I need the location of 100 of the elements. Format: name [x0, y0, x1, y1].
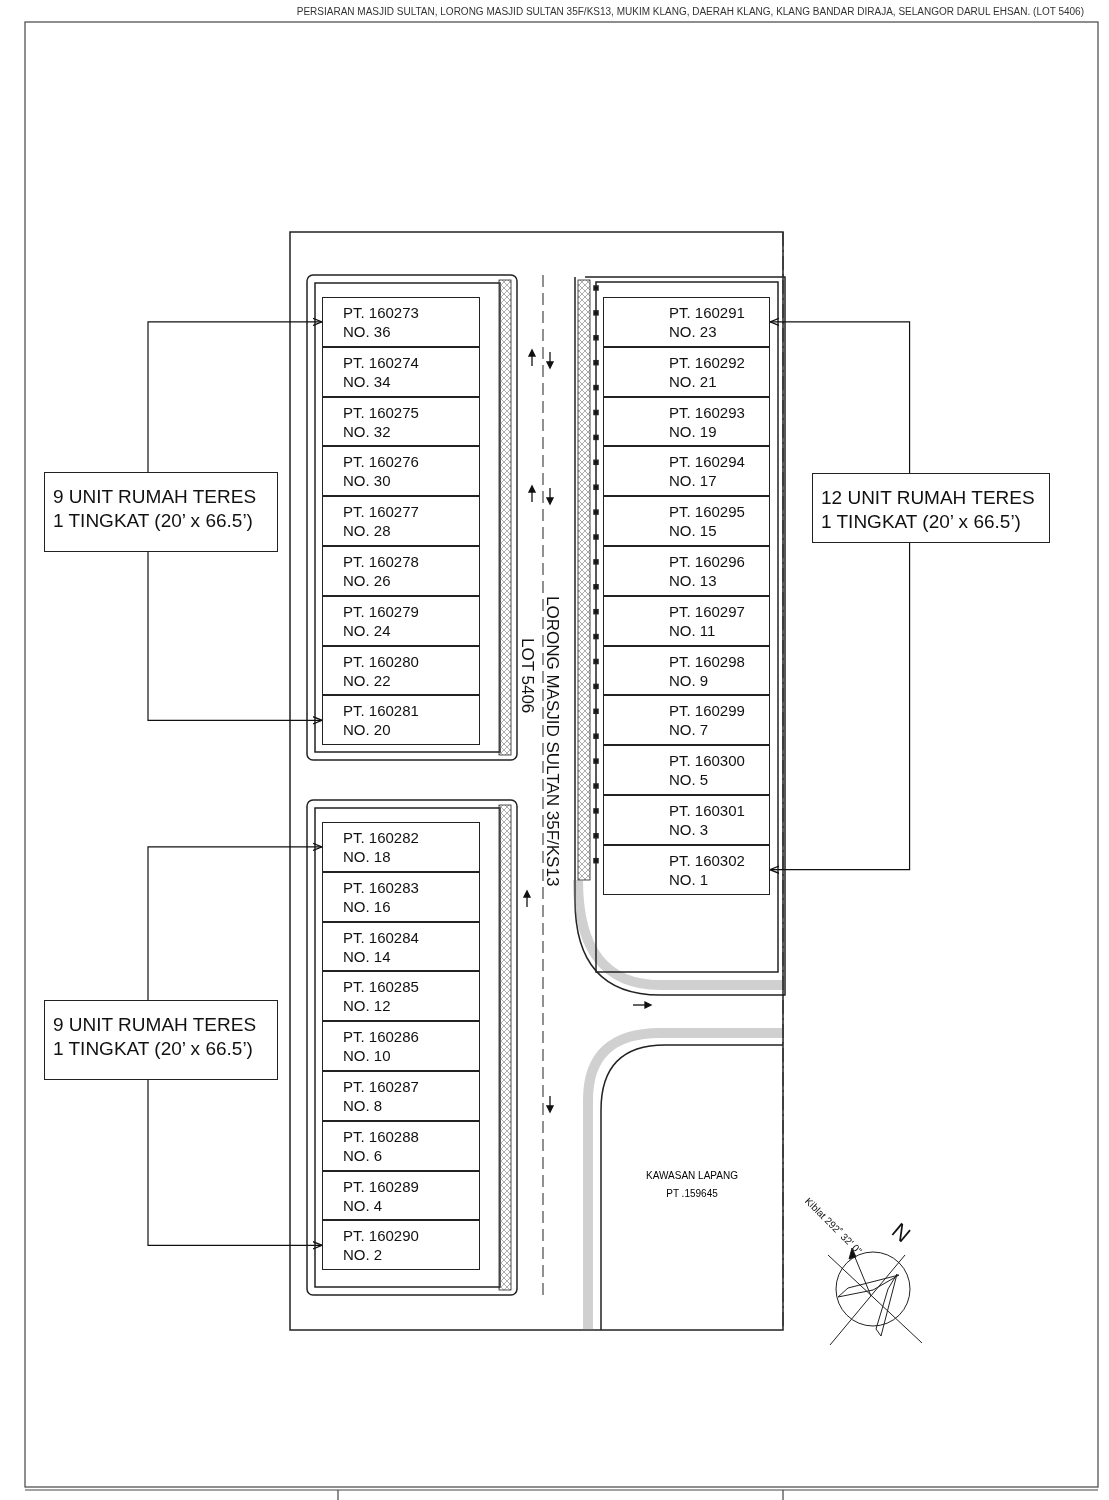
- house-lot: [603, 745, 770, 795]
- lot-number: PT. 160294: [669, 453, 745, 471]
- leader-line: [769, 317, 911, 474]
- lot-number: PT. 160274: [343, 353, 419, 371]
- house-number: NO. 6: [343, 1146, 383, 1164]
- lot-number: PT. 160292: [669, 353, 745, 371]
- house-number: NO. 7: [669, 721, 709, 739]
- leader-line: [147, 551, 323, 725]
- house-lot: [603, 446, 770, 497]
- house-number: NO. 19: [669, 422, 717, 440]
- house-number: NO. 22: [343, 671, 391, 689]
- house-number: NO. 8: [343, 1097, 383, 1114]
- leader-line: [147, 842, 323, 1001]
- lot-number: PT. 160301: [669, 802, 745, 819]
- lot-number: PT. 160284: [343, 928, 419, 946]
- north-label: N: [887, 1219, 915, 1247]
- house-number: NO. 17: [669, 472, 717, 490]
- house-lot: [603, 844, 770, 895]
- house-lot: [603, 795, 770, 845]
- house-lot: [322, 871, 480, 922]
- lot-number: PT. 160298: [669, 652, 745, 670]
- house-number: NO. 16: [343, 897, 391, 915]
- lot-number: PT. 160279: [343, 602, 419, 620]
- house-number: NO. 23: [669, 323, 717, 340]
- house-number: NO. 13: [669, 572, 717, 589]
- house-number: NO. 12: [343, 997, 391, 1015]
- lot-number: PT. 160287: [343, 1078, 419, 1095]
- house-number: NO. 4: [343, 1196, 383, 1214]
- house-lot: [322, 1021, 480, 1071]
- house-lot: [603, 546, 770, 596]
- house-lot: [603, 595, 770, 646]
- road-name: LORONG MASJID SULTAN 35F/KS13: [544, 596, 561, 887]
- lot-number: PT. 160285: [343, 978, 419, 996]
- house-lot: [322, 1220, 480, 1271]
- lot-number: PT. 160280: [343, 652, 419, 670]
- lot-number: PT. 160291: [669, 304, 745, 321]
- lot-number: PT. 160283: [343, 878, 419, 896]
- house-lot: [322, 645, 480, 696]
- house-number: NO. 9: [669, 671, 709, 689]
- lot-number: PT. 160276: [343, 453, 419, 471]
- house-lot: [603, 396, 770, 447]
- house-lot: [603, 297, 770, 347]
- house-number: NO. 2: [343, 1246, 383, 1264]
- leader-line: [769, 542, 911, 874]
- lot-number: PT. 160281: [343, 702, 419, 720]
- house-lot: [322, 297, 480, 347]
- house-number: NO. 5: [669, 771, 709, 789]
- house-number: NO. 11: [669, 621, 716, 639]
- house-number: NO. 32: [343, 422, 391, 440]
- house-lot: [322, 346, 480, 397]
- house-number: NO. 15: [669, 522, 717, 540]
- house-number: NO. 10: [343, 1047, 391, 1065]
- page-title: PERSIARAN MASJID SULTAN, LORONG MASJID SULTAN 35F/KS13, MUKIM KLANG, DAERAH KLANG, KLANG BANDAR DIRAJA, SELANGOR DARUL EHSAN. (LOT 5406): [296, 6, 1084, 17]
- house-lot: [322, 1120, 480, 1171]
- lot-label: LOT 5406: [519, 638, 536, 714]
- house-number: NO. 20: [343, 721, 391, 739]
- lot-number: PT. 160296: [669, 553, 745, 570]
- lot-number: PT. 160290: [343, 1227, 419, 1245]
- house-number: NO. 3: [669, 821, 709, 838]
- leader-line: [147, 1079, 323, 1250]
- house-lot: [322, 496, 480, 546]
- callout-box: 9 UNIT RUMAH TERES 1 TINGKAT (20’ x 66.5’): [44, 1000, 278, 1080]
- house-number: NO. 21: [669, 372, 717, 390]
- lot-number: PT. 160288: [343, 1127, 419, 1145]
- lot-number: PT. 160289: [343, 1177, 419, 1195]
- house-number: NO. 18: [343, 848, 391, 865]
- lot-number: PT. 160282: [343, 829, 419, 846]
- house-lot: [322, 546, 480, 596]
- house-lot: [603, 645, 770, 696]
- house-lot: [322, 396, 480, 447]
- house-lot: [322, 921, 480, 972]
- house-lot: [322, 822, 480, 872]
- house-number: NO. 28: [343, 522, 391, 540]
- lot-number: PT. 160275: [343, 403, 419, 421]
- lot-number: PT. 160302: [669, 851, 745, 869]
- house-number: NO. 30: [343, 472, 391, 490]
- callout-box: 9 UNIT RUMAH TERES 1 TINGKAT (20’ x 66.5’): [44, 472, 278, 552]
- lot-number: PT .159645: [666, 1187, 718, 1200]
- house-number: NO. 36: [343, 323, 391, 340]
- house-number: NO. 24: [343, 621, 391, 639]
- house-lot: [322, 1170, 480, 1221]
- house-lot: [322, 446, 480, 497]
- house-lot: [603, 695, 770, 746]
- callout-box: 12 UNIT RUMAH TERES 1 TINGKAT (20’ x 66.5’): [812, 473, 1050, 543]
- area-name: KAWASAN LAPANG: [646, 1169, 738, 1182]
- leader-line: [147, 317, 323, 473]
- lot-number: PT. 160286: [343, 1028, 419, 1046]
- lot-number: PT. 160293: [669, 403, 745, 421]
- house-lot: [322, 595, 480, 646]
- house-lot: [603, 496, 770, 546]
- house-number: NO. 34: [343, 372, 391, 390]
- lot-number: PT. 160297: [669, 602, 745, 620]
- lot-number: PT. 160295: [669, 503, 745, 521]
- house-number: NO. 26: [343, 572, 391, 589]
- lot-number: PT. 160273: [343, 304, 419, 321]
- house-lot: [322, 971, 480, 1022]
- lot-number: PT. 160300: [669, 752, 745, 770]
- lot-number: PT. 160278: [343, 553, 419, 570]
- house-lot: [603, 346, 770, 397]
- lot-number: PT. 160299: [669, 702, 745, 720]
